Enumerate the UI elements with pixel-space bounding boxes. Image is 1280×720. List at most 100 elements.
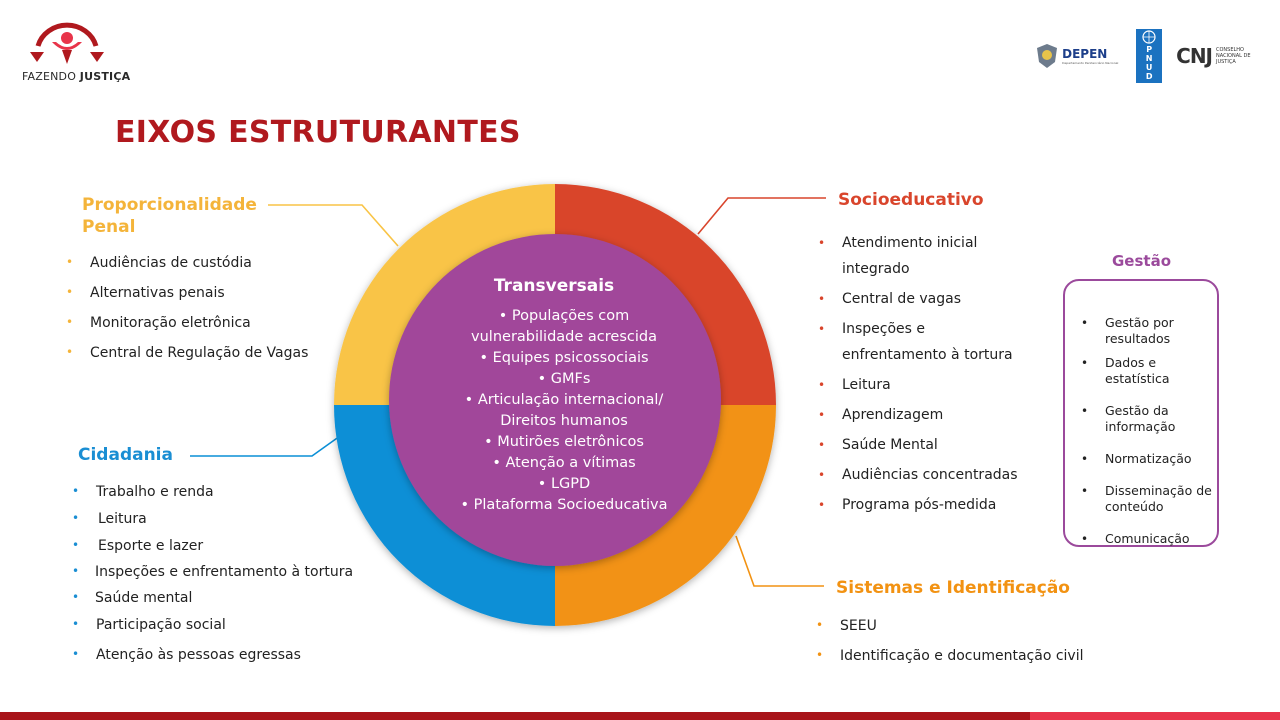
bullet-icon: • (818, 438, 826, 452)
list-item: •Monitoração eletrônica (66, 315, 251, 331)
list-item: •Audiências de custódia (66, 255, 252, 271)
section-title-proporcionalidade: Proporcionalidade Penal (82, 194, 257, 238)
bullet-icon: • (1081, 316, 1089, 330)
list-item: •Disseminação de conteúdo (1081, 483, 1212, 514)
list-item: •Saúde Mental (818, 432, 1018, 458)
bullet-icon: • (816, 618, 824, 632)
scales-of-justice-icon (30, 22, 104, 64)
bullet-icon: • (72, 484, 80, 498)
section-title-gestao: Gestão (1112, 252, 1172, 270)
center-list: • Populações com vulnerabilidade acresci… (434, 306, 694, 516)
bullet-icon: • (1081, 484, 1089, 498)
bullet-icon: • (818, 498, 826, 512)
bullet-icon: • (66, 345, 74, 359)
bullet-icon: • (72, 538, 80, 552)
center-item: • Plataforma Socioeducativa (460, 497, 668, 513)
bullet-icon: • (72, 647, 80, 661)
page-title: EIXOS ESTRUTURANTES (115, 115, 521, 150)
section-title-line: Proporcionalidade (82, 195, 257, 215)
center-item: Direitos humanos (500, 413, 628, 429)
bullet-icon: • (1081, 532, 1089, 546)
center-item: • LGPD (537, 476, 591, 492)
bullet-icon: • (816, 648, 824, 662)
bullet-icon: • (1081, 404, 1089, 418)
footer-bar-dark (0, 712, 1030, 720)
list-item: •Central de vagas (818, 286, 1018, 312)
center-item: • Populações com (498, 308, 630, 324)
cnj-label: CONSELHO NACIONAL DE JUSTIÇA (1216, 47, 1251, 65)
bullet-icon: • (66, 285, 74, 299)
bullet-icon: • (818, 236, 826, 250)
center-title: Transversais (493, 276, 615, 296)
bullet-icon: • (72, 617, 80, 631)
bullet-icon: • (72, 564, 80, 578)
bullet-icon: • (1081, 356, 1089, 370)
pnud-letter: D (1145, 72, 1153, 81)
list-item: •Leitura (818, 372, 1018, 398)
list-item: •Normatização (1081, 451, 1192, 466)
depen-sublabel: Departamento Penitenciário Nacional (1062, 61, 1119, 65)
cnj-logo: CNJ CONSELHO NACIONAL DE JUSTIÇA (1176, 44, 1260, 68)
center-item: • Atenção a vítimas (492, 455, 636, 471)
bullet-icon: • (72, 590, 80, 604)
depen-logo: DEPEN Departamento Penitenciário Naciona… (1036, 43, 1122, 69)
list-proporcionalidade: •Audiências de custódia •Alternativas pe… (66, 255, 309, 375)
list-item: •Inspeções e enfrentamento à tortura (72, 564, 354, 580)
connector-sistemas (735, 535, 824, 587)
list-cidadania: •Trabalho e renda •Leitura •Esporte e la… (72, 484, 354, 663)
list-item: •Gestão da informação (1081, 403, 1176, 434)
bullet-icon: • (66, 255, 74, 269)
center-circle-transversais (389, 234, 721, 566)
logo-wordmark: FAZENDO JUSTIÇA (22, 70, 131, 83)
list-item: •Identificação e documentação civil (816, 648, 1084, 664)
section-title-cidadania: Cidadania (78, 445, 173, 465)
list-item: •Trabalho e renda (72, 484, 214, 500)
list-item: •Esporte e lazer (72, 538, 204, 554)
bullet-icon: • (818, 292, 826, 306)
list-item: •Comunicação (1081, 531, 1190, 546)
center-item: • Articulação internacional/ (464, 392, 664, 408)
list-item: •Central de Regulação de Vagas (66, 345, 309, 361)
bullet-icon: • (818, 378, 826, 392)
depen-label: DEPEN (1062, 47, 1108, 61)
bullet-icon: • (72, 511, 80, 525)
list-item: •Dados e estatística (1081, 355, 1170, 386)
depen-badge-icon (1037, 44, 1058, 68)
list-item: •Participação social (72, 617, 226, 633)
center-item: vulnerabilidade acrescida (471, 329, 657, 345)
list-item: •Leitura (72, 511, 147, 527)
pnud-letter: N (1145, 54, 1153, 63)
bullet-icon: • (818, 468, 826, 482)
cnj-mark: CNJ (1176, 44, 1213, 68)
center-item: • GMFs (537, 371, 591, 387)
section-title-line: Penal (82, 217, 136, 237)
section-title-socioeducativo: Socioeducativo (838, 190, 984, 210)
list-item: •Saúde mental (72, 590, 193, 606)
list-item: •Audiências concentradas (818, 462, 1018, 488)
footer-bar (0, 712, 1280, 720)
pnud-letter: P (1146, 45, 1153, 54)
footer-bar-light (1030, 712, 1280, 720)
bullet-icon: • (818, 408, 826, 422)
center-item: • Equipes psicossociais (479, 350, 649, 366)
list-item: •Atenção às pessoas egressas (72, 647, 301, 663)
fazendo-justica-logo: FAZENDO JUSTIÇA (22, 16, 132, 88)
bullet-icon: • (818, 322, 826, 336)
partner-logos: DEPEN Departamento Penitenciário Naciona… (1036, 28, 1260, 84)
list-sistemas: •SEEU •Identificação e documentação civi… (816, 618, 1084, 678)
connector-socioeducativo (697, 197, 826, 235)
list-item: •Gestão por resultados (1081, 315, 1174, 346)
center-item: • Mutirões eletrônicos (484, 434, 644, 450)
bullet-icon: • (1081, 452, 1089, 466)
list-item: •SEEU (816, 618, 877, 634)
list-item: •Aprendizagem (818, 402, 1018, 428)
gestao-box (1063, 279, 1219, 547)
list-item: •Alternativas penais (66, 285, 225, 301)
pnud-letter: U (1145, 63, 1153, 72)
un-emblem-icon (1142, 30, 1156, 44)
pnud-logo: P N U D (1136, 29, 1163, 83)
